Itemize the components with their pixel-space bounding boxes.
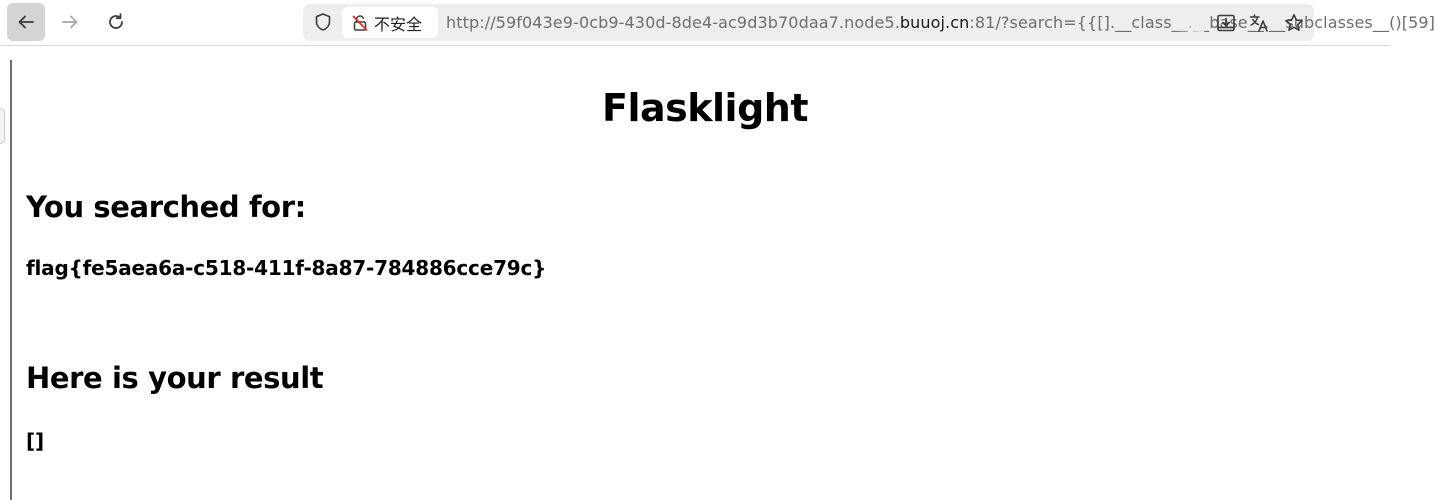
browser-toolbar: 不安全 http://59f043e9-0cb9-430d-8de4-ac9d3… bbox=[0, 0, 1435, 46]
url-prefix: http://59f043e9-0cb9-430d-8de4-ac9d3b70d… bbox=[446, 13, 900, 32]
security-indicator[interactable]: 不安全 bbox=[342, 7, 438, 38]
url-domain: buuoj.cn bbox=[899, 13, 970, 32]
content-frame: Flasklight You searched for: flag{fe5aea… bbox=[0, 46, 1390, 500]
searched-heading: You searched for: bbox=[26, 190, 306, 224]
result-value: [] bbox=[26, 429, 44, 453]
translate-icon[interactable] bbox=[1248, 12, 1270, 34]
url-fade bbox=[1174, 10, 1204, 35]
shield-icon[interactable] bbox=[313, 12, 333, 32]
insecure-lock-icon bbox=[352, 14, 368, 31]
arrow-left-icon bbox=[18, 15, 34, 29]
install-app-icon[interactable] bbox=[1215, 12, 1237, 34]
back-button[interactable] bbox=[7, 3, 45, 41]
result-heading: Here is your result bbox=[26, 361, 324, 395]
window-splitter[interactable] bbox=[10, 60, 12, 500]
star-icon[interactable] bbox=[1283, 12, 1305, 34]
forward-button[interactable] bbox=[51, 3, 89, 41]
security-label: 不安全 bbox=[374, 14, 423, 34]
searched-value: flag{fe5aea6a-c518-411f-8a87-784886cce79… bbox=[26, 256, 547, 280]
reload-icon bbox=[109, 13, 123, 29]
web-page: Flasklight You searched for: flag{fe5aea… bbox=[16, 46, 1390, 499]
page-title: Flasklight bbox=[602, 86, 809, 130]
sidebar-toggle-tab[interactable] bbox=[0, 108, 5, 144]
reload-button[interactable] bbox=[97, 3, 135, 41]
address-bar[interactable]: 不安全 http://59f043e9-0cb9-430d-8de4-ac9d3… bbox=[303, 4, 1435, 41]
url-text[interactable]: http://59f043e9-0cb9-430d-8de4-ac9d3b70d… bbox=[446, 13, 1435, 32]
arrow-right-icon bbox=[62, 15, 78, 29]
